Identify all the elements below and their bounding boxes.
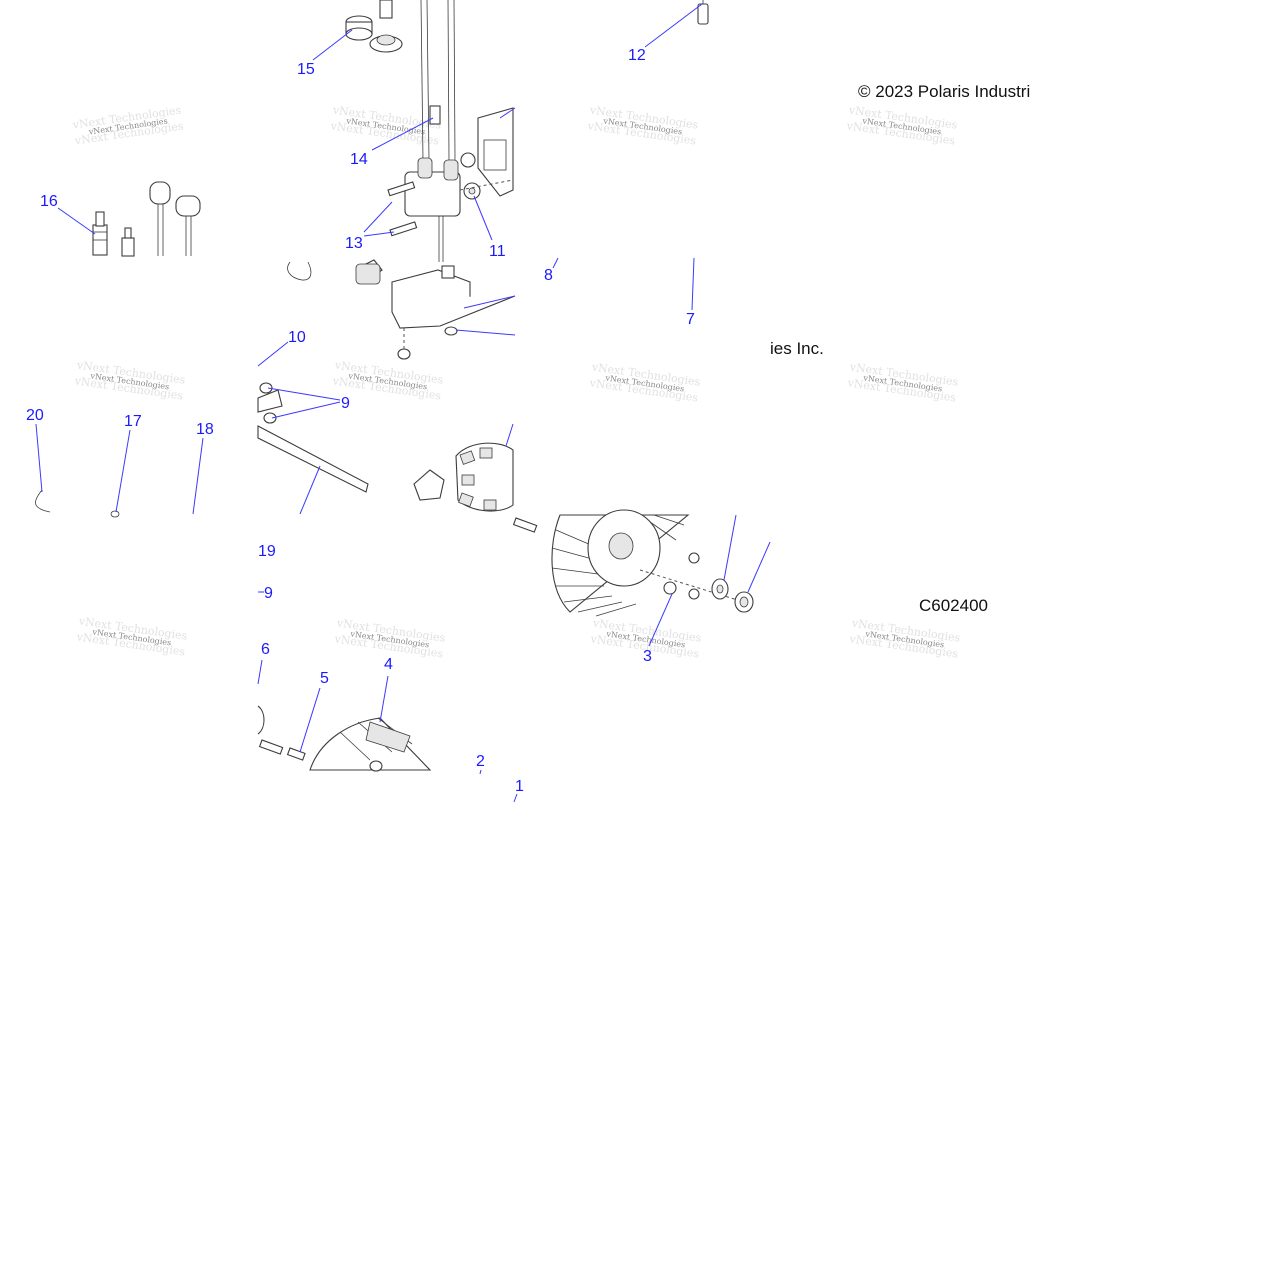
wire-harness-fragment	[35, 489, 120, 518]
flywheel-assembly	[512, 509, 754, 617]
flywheel-lower-fragment	[257, 705, 432, 772]
spark-plug-assembly	[92, 181, 201, 257]
copyright-text: © 2023 Polaris Industri	[858, 82, 1030, 101]
callout-10: 10	[288, 329, 306, 346]
stator-assembly	[257, 382, 514, 512]
watermark: vNext Technologies vNext Technologies vN…	[333, 616, 447, 660]
stator-teeth	[458, 447, 497, 511]
copyright-fragment: ies Inc.	[770, 339, 824, 358]
callout-19: 19	[258, 543, 276, 560]
callout-18: 18	[196, 421, 214, 438]
watermark: vNext Technologies vNext Technologies vN…	[75, 614, 189, 658]
callout-labels: 15 12 14 16 13 11 8 7 10 9 20 17 18 19 9…	[26, 47, 695, 795]
callout-20: 20	[26, 407, 44, 424]
callout-8: 8	[544, 267, 553, 284]
watermarks: vNext Technologies vNext Technologies vN…	[71, 103, 961, 660]
callout-9: 9	[341, 395, 350, 412]
callout-14: 14	[350, 151, 368, 168]
watermark: vNext Technologies vNext Technologies vN…	[329, 103, 443, 147]
callout-2: 2	[476, 753, 485, 770]
watermark: vNext Technologies vNext Technologies vN…	[586, 103, 700, 147]
callout-1: 1	[515, 778, 524, 795]
leader-lines	[35, 3, 771, 803]
watermark: vNext Technologies vNext Technologies vN…	[73, 358, 187, 402]
callout-7: 7	[686, 311, 695, 328]
callout-5: 5	[320, 670, 329, 687]
watermark: vNext Technologies vNext Technologies vN…	[848, 616, 962, 660]
callout-13: 13	[345, 235, 363, 252]
callout-6: 6	[261, 641, 270, 658]
ignition-module	[287, 259, 516, 360]
watermark: vNext Technologies vNext Technologies vN…	[71, 103, 185, 147]
wire-terminal	[697, 0, 709, 25]
ignition-coil-assembly	[345, 0, 514, 262]
callout-4: 4	[384, 656, 393, 673]
watermark: vNext Technologies vNext Technologies vN…	[845, 103, 959, 147]
watermark: vNext Technologies vNext Technologies vN…	[846, 360, 960, 404]
callout-15: 15	[297, 61, 315, 78]
callout-17: 17	[124, 413, 142, 430]
callout-9: 9	[264, 585, 273, 602]
callout-16: 16	[40, 193, 58, 210]
callout-11: 11	[489, 243, 506, 260]
callout-12: 12	[628, 47, 646, 64]
watermark: vNext Technologies vNext Technologies vN…	[588, 360, 702, 404]
callout-3: 3	[643, 648, 652, 665]
diagram-code: C602400	[919, 596, 988, 615]
